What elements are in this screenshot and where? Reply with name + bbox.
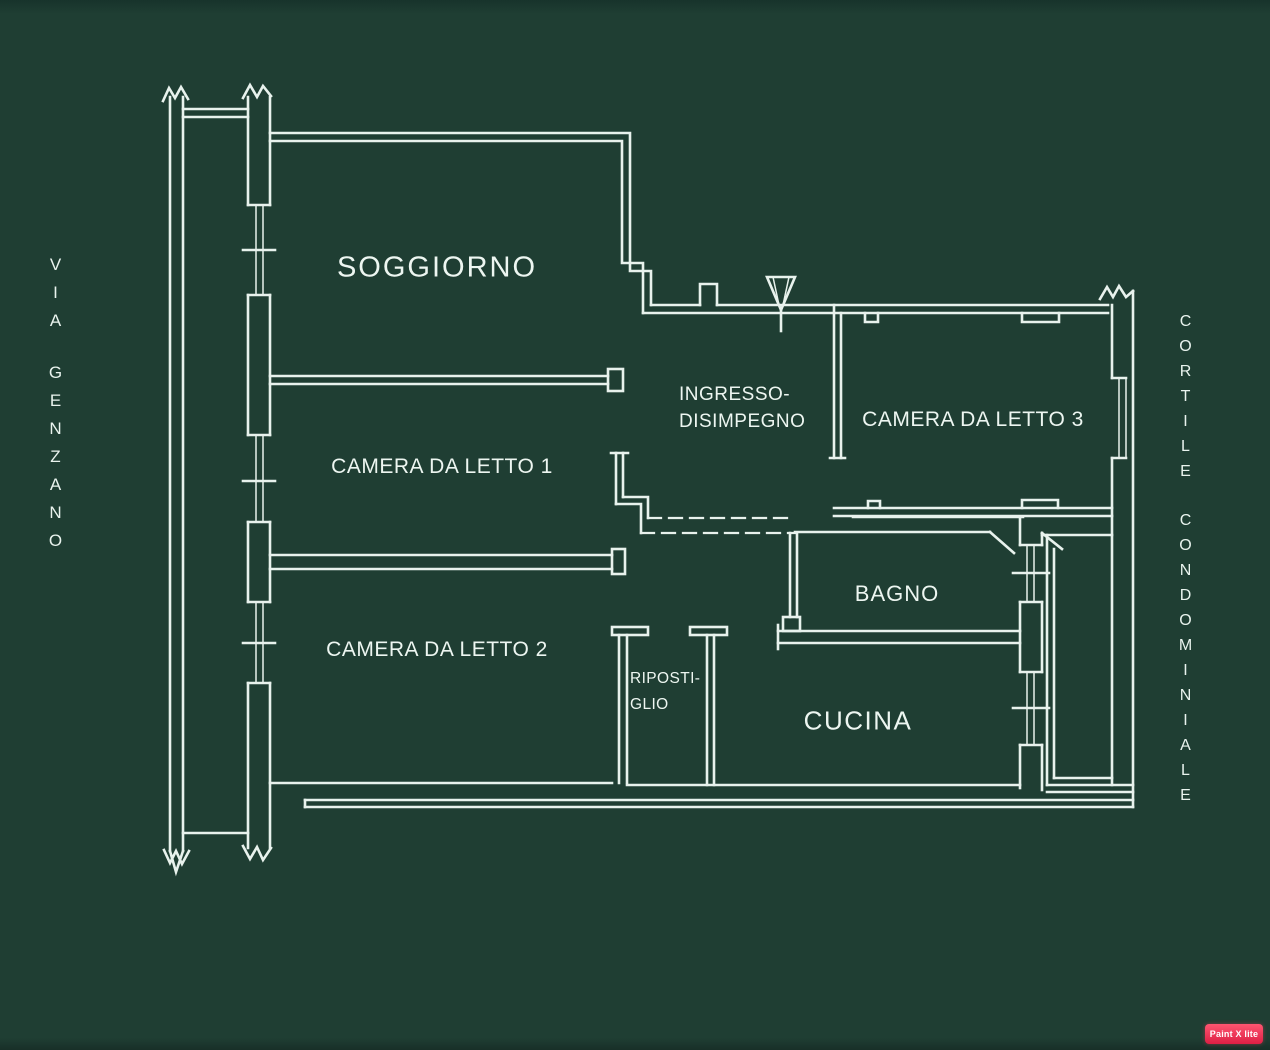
- break-mark-icon: [1098, 283, 1135, 301]
- ingresso-north-wall: [641, 282, 1110, 324]
- room-label-ripostiglio: RIPOSTI- GLIO: [630, 666, 700, 717]
- ripostiglio-walls: [610, 625, 729, 787]
- break-mark-icon: [162, 847, 191, 867]
- balcony: [1040, 533, 1135, 794]
- break-mark-icon: [161, 84, 190, 103]
- street-right-word2: CONDOMINIALE: [1177, 512, 1194, 812]
- room-label-ingresso: INGRESSO- DISIMPEGNO: [679, 381, 805, 435]
- break-mark-icon: [241, 844, 273, 863]
- paint-x-lite-watermark: Paint X lite: [1205, 1024, 1263, 1044]
- entrance-door-icon: [765, 275, 797, 333]
- street-left-word2: GENZANO: [46, 363, 65, 559]
- break-mark-icon: [168, 849, 185, 877]
- west-windows: [241, 204, 277, 684]
- dashed-opening: [639, 516, 797, 535]
- room-label-soggiorno: SOGGIORNO: [336, 251, 538, 284]
- street-rail: [161, 84, 250, 877]
- soggiorno-walls: [268, 131, 653, 315]
- room-label-camera2: CAMERA DA LETTO 2: [326, 638, 548, 661]
- room-label-bagno: BAGNO: [854, 581, 940, 606]
- door-leaf-icon: [988, 530, 1016, 555]
- room-label-camera3: CAMERA DA LETTO 3: [862, 408, 1084, 431]
- bagno-walls: [776, 515, 1025, 651]
- street-label-cortile-condominiale: CORTILE CONDOMINIALE: [1176, 313, 1194, 812]
- room-label-camera1: CAMERA DA LETTO 1: [331, 455, 553, 478]
- room-label-ingresso-line1: INGRESSO-: [679, 384, 791, 405]
- street-label-via-genzano: VIA GENZANO: [45, 255, 65, 559]
- camera1-walls: [268, 367, 650, 576]
- street-left-word1: VIA: [46, 255, 65, 339]
- cucina-east-wall: [1011, 515, 1064, 792]
- room-label-ripostiglio-line1: RIPOSTI-: [630, 670, 701, 687]
- room-label-ingresso-line2: DISIMPEGNO: [679, 411, 806, 432]
- room-label-ripostiglio-line2: GLIO: [630, 695, 669, 713]
- street-right-word1: CORTILE: [1177, 313, 1194, 488]
- east-facade-wall: [1098, 283, 1135, 809]
- south-wall: [268, 781, 1135, 809]
- room-label-cucina: CUCINA: [803, 705, 913, 736]
- break-mark-icon: [241, 82, 273, 100]
- west-facade-wall: [241, 82, 273, 863]
